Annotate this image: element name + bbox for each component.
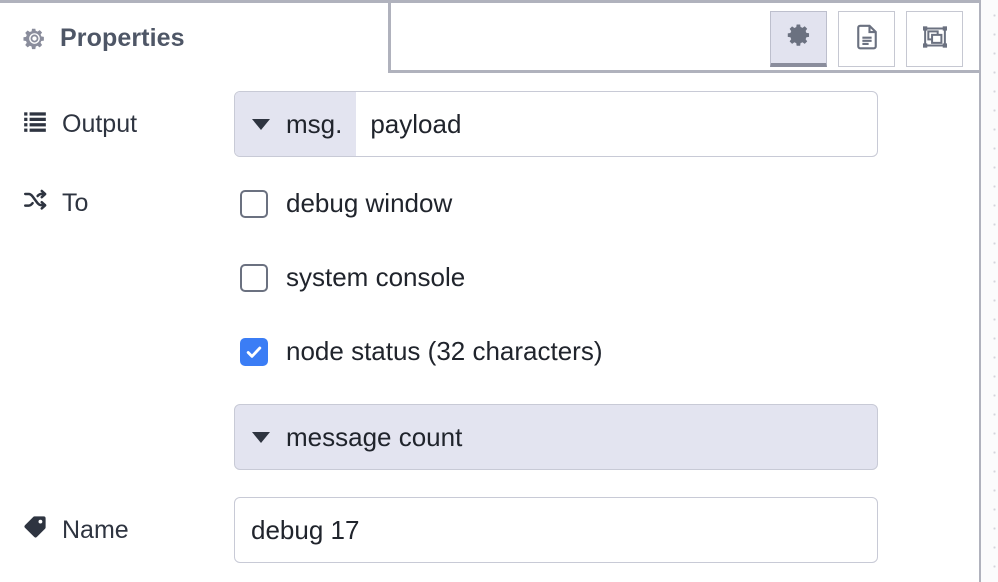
tab-properties-label: Properties [60, 23, 185, 52]
chevron-down-icon [252, 431, 270, 443]
appearance-icon [919, 21, 951, 58]
appearance-tab-button[interactable] [906, 11, 963, 67]
gear-icon [785, 21, 813, 54]
flow-canvas-strip[interactable] [981, 0, 998, 582]
output-label: Output [0, 91, 234, 157]
checkbox-label: debug window [286, 188, 453, 218]
name-row: Name debug 17 [0, 497, 979, 563]
shuffle-icon [22, 187, 48, 220]
checkbox-label: node status (32 characters) [286, 336, 603, 366]
chevron-down-icon [252, 118, 270, 130]
output-property-field[interactable]: msg. payload [234, 91, 878, 157]
checkbox-debug-window[interactable]: debug window [240, 188, 452, 219]
msg-prefix-label: msg. [286, 108, 343, 139]
checkbox-box[interactable] [240, 189, 268, 218]
output-property-input[interactable]: payload [370, 108, 462, 139]
checkbox-label: system console [286, 262, 466, 292]
to-label: To [0, 183, 234, 223]
panel-action-buttons [770, 11, 963, 67]
name-input[interactable]: debug 17 [251, 514, 360, 545]
output-row: Output msg. payload [0, 91, 979, 157]
tag-icon [22, 514, 48, 547]
output-label-text: Output [62, 109, 138, 138]
panel-right-edge [979, 0, 981, 582]
status-mode-label: message count [286, 421, 463, 452]
panel-tabbar: Properties [0, 3, 979, 73]
checkbox-box[interactable] [240, 263, 268, 292]
name-label-text: Name [62, 515, 129, 544]
msg-prefix-dropdown[interactable]: msg. [235, 92, 357, 156]
gear-icon [22, 26, 47, 51]
checkbox-system-console[interactable]: system console [240, 262, 465, 293]
to-row: To [0, 183, 979, 223]
status-mode-dropdown[interactable]: message count [234, 404, 878, 470]
list-icon [22, 108, 48, 141]
description-tab-button[interactable] [838, 11, 895, 67]
panel-top-divider [0, 0, 979, 3]
to-label-text: To [62, 188, 89, 217]
tab-properties[interactable]: Properties [0, 3, 391, 73]
checkbox-node-status[interactable]: node status (32 characters) [240, 336, 603, 367]
tabbar-underline [391, 70, 979, 73]
name-input-field[interactable]: debug 17 [234, 497, 878, 563]
document-icon [852, 22, 882, 57]
properties-tab-button[interactable] [770, 11, 827, 67]
checkbox-box[interactable] [240, 337, 268, 366]
name-label: Name [0, 497, 234, 563]
